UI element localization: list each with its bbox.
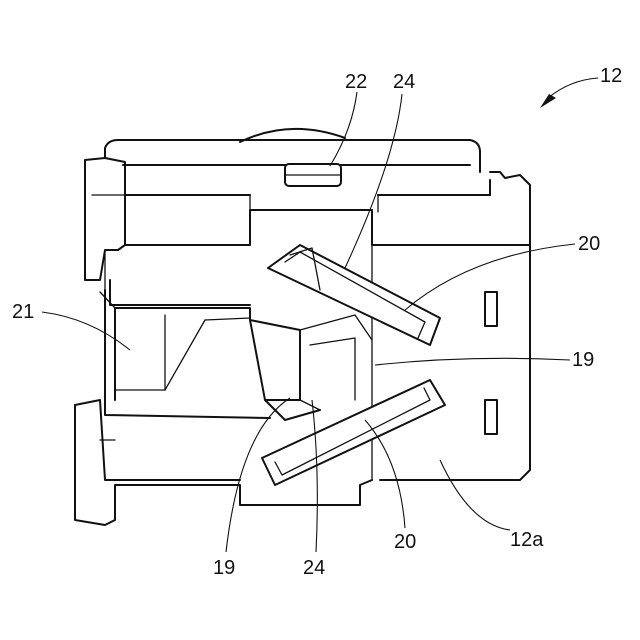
label-projection: 22 xyxy=(345,71,367,93)
label-groove-bottom: 20 xyxy=(394,531,416,553)
label-face: 12a xyxy=(510,529,544,551)
label-hole-bottom: 19 xyxy=(213,557,235,579)
label-rib-top: 24 xyxy=(393,71,415,93)
label-hole-right: 19 xyxy=(572,349,594,371)
upper-rib-drawing xyxy=(268,245,440,345)
label-assembly: 12 xyxy=(600,65,622,87)
lower-rib-drawing xyxy=(262,380,445,485)
label-groove-right: 20 xyxy=(578,233,600,255)
projection-drawing xyxy=(285,164,341,186)
label-rib-bottom: 24 xyxy=(303,557,325,579)
arrow-icon xyxy=(540,94,556,108)
label-recess: 21 xyxy=(12,301,34,323)
